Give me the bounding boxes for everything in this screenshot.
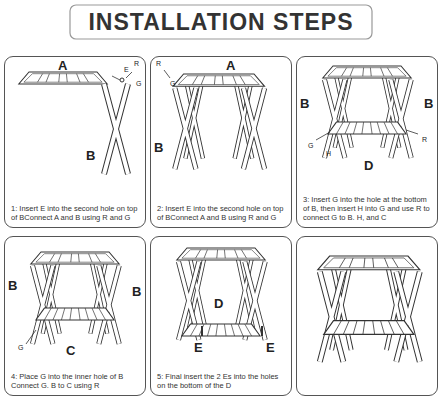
part-letter: H: [326, 150, 331, 157]
part-letter: B: [8, 278, 17, 293]
step-panel: 1: Insert E into the second hole on top …: [4, 56, 146, 228]
step-caption: 2: Insert E into the second hole on top …: [157, 204, 285, 222]
part-letter: E: [124, 66, 129, 73]
part-letter: A: [58, 58, 67, 73]
part-letter: B: [86, 148, 95, 163]
part-letter: G: [308, 142, 313, 149]
part-letter: E: [266, 340, 275, 355]
part-letter: G: [136, 80, 141, 87]
part-letter: B: [300, 96, 309, 111]
step-caption: 1: Insert E into the second hole on top …: [11, 204, 139, 222]
part-letter: C: [66, 343, 75, 358]
part-letter: D: [214, 296, 223, 311]
part-letter: B: [132, 284, 141, 299]
step-caption: 4: Place G into the inner hole of B Conn…: [11, 372, 139, 390]
step-panel: 5: Final insert the 2 Es into the holes …: [150, 236, 292, 396]
part-letter: G: [170, 80, 175, 87]
part-letter: R: [134, 60, 139, 67]
part-letter: D: [364, 158, 373, 173]
part-letter: R: [156, 60, 161, 67]
step-caption: 5: Final insert the 2 Es into the holes …: [157, 372, 285, 390]
step-panel: 3: Insert G into the hole at the bottom …: [296, 56, 438, 228]
part-letter: A: [226, 58, 235, 73]
page-title: INSTALLATION STEPS: [0, 9, 442, 36]
part-letter: G: [18, 344, 23, 351]
part-letter: B: [154, 140, 163, 155]
part-letter: R: [422, 136, 427, 143]
step-panel: 4: Place G into the inner hole of B Conn…: [4, 236, 146, 396]
part-letter: B: [424, 96, 433, 111]
step-caption: 3: Insert G into the hole at the bottom …: [303, 195, 431, 222]
step-panel: [296, 236, 438, 396]
part-letter: E: [194, 340, 203, 355]
